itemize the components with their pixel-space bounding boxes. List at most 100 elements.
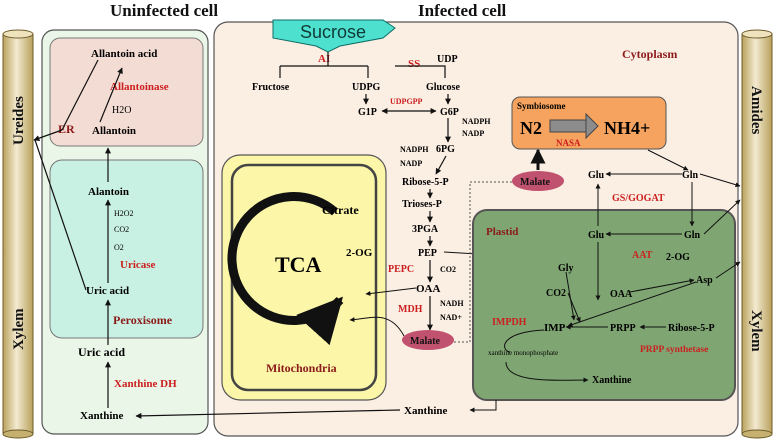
arrow-co2-imp <box>567 292 581 323</box>
plastid <box>472 209 736 401</box>
nadph-1: NADPH <box>462 117 491 126</box>
tca-cycle-arrow <box>227 191 344 346</box>
malate-bottom-label: Malate <box>410 336 441 347</box>
aat-enzyme: AAT <box>632 250 653 261</box>
uricase-enzyme: Uricase <box>120 259 156 271</box>
xanthine-monophosphate: xanthine monophosphate <box>488 349 558 357</box>
co2-perox: CO2 <box>114 225 129 234</box>
arrow-acid-to-xylem <box>61 59 99 131</box>
six-pg: 6PG <box>436 144 455 155</box>
n2: N2 <box>520 118 542 138</box>
water-er: H2O <box>112 105 131 116</box>
co2-plastid: CO2 <box>546 288 566 299</box>
sucrose-banner <box>272 19 396 53</box>
ureides-label: Ureides <box>11 96 27 145</box>
trioses-p: Trioses-P <box>402 199 442 210</box>
nadp-2: NADP <box>400 159 422 168</box>
oxygen: O2 <box>114 243 124 252</box>
left-xylem-vessel <box>2 29 34 439</box>
oaa-plastid: OAA <box>610 289 633 300</box>
arrow-nh4-to-gln <box>647 149 689 171</box>
allantoinase-enzyme: Allantoinase <box>110 81 169 93</box>
udpgpp-enzyme: UDPGPP <box>390 97 423 106</box>
gln-cyto: Gln <box>682 170 699 181</box>
right-xylem-vessel <box>741 29 773 439</box>
hydrogen-peroxide: H2O2 <box>114 209 134 218</box>
ribose-5-p-plastid: Ribose-5-P <box>668 323 715 334</box>
pepc-enzyme: PEPC <box>388 264 414 275</box>
allantoin-acid: Allantoin acid <box>91 48 157 60</box>
udp: UDP <box>437 54 458 65</box>
nadp-1: NADP <box>462 129 484 138</box>
gly: Gly <box>558 263 574 274</box>
arrow-imp-xmp <box>504 329 545 353</box>
arrow-oaa-asp <box>629 278 695 293</box>
uninfected-cell-header: Uninfected cell <box>110 1 218 20</box>
nasa-arrow-body <box>549 119 587 133</box>
malate-bottom <box>402 330 454 350</box>
oaa: OAA <box>416 283 441 295</box>
ss-enzyme: SS <box>408 58 420 70</box>
g1p: G1P <box>358 107 377 118</box>
er-label: ER <box>58 122 75 136</box>
arrow-er-to-ureides <box>33 129 63 142</box>
alantoin: Alantoin <box>88 186 129 198</box>
impdh-enzyme: IMPDH <box>492 317 527 328</box>
arrow-xmp-xanthine <box>505 361 589 383</box>
co2-pep: CO2 <box>440 265 456 274</box>
dotted-malate-link <box>454 181 512 343</box>
prpp: PRPP <box>610 323 636 334</box>
glucose: Glucose <box>426 82 460 93</box>
ribose-5-p: Ribose-5-P <box>402 177 449 188</box>
nadph-2: NADPH <box>400 145 429 154</box>
arrow-asp-imp <box>567 281 697 327</box>
g6p: G6P <box>440 107 459 118</box>
nasa-enzyme: NASA <box>556 138 581 148</box>
xanthine-uninfected: Xanthine <box>80 410 124 422</box>
nad-plus: NAD+ <box>440 313 462 322</box>
gs-gogat-enzyme: GS/GOGAT <box>612 193 665 204</box>
sucrose-split-lines <box>279 52 446 78</box>
prpp-synthetase-enzyme: PRPP synthetase <box>640 345 708 355</box>
infected-cell-header: Infected cell <box>418 1 507 20</box>
arrow-plastid-xanthine <box>469 400 497 413</box>
mdh-enzyme: MDH <box>398 304 423 315</box>
three-pga: 3PGA <box>412 224 439 235</box>
arrow-gln-plastid-amides <box>703 199 741 235</box>
nh4: NH4+ <box>604 118 650 138</box>
imp: IMP <box>544 322 566 334</box>
peroxisome-compartment <box>49 159 204 339</box>
amides-label: Amides <box>748 86 764 134</box>
xanthine-infected: Xanthine <box>404 405 448 417</box>
sucrose: Sucrose <box>300 22 366 42</box>
arrow-asp-to-amides <box>715 261 741 279</box>
er-compartment <box>49 37 204 147</box>
arrow-allantoin-to-acid <box>99 67 123 123</box>
xanthine-plastid: Xanthine <box>592 375 632 386</box>
symbiosome-label: Symbiosome <box>517 101 566 111</box>
tca-label: TCA <box>275 252 322 277</box>
arrow-gln-to-amides <box>699 173 741 188</box>
right-xylem-label: Xylem <box>748 310 764 352</box>
arrow-xanthine-to-uninfected <box>135 409 401 419</box>
nadh: NADH <box>440 299 464 308</box>
two-og-mito: 2-OG <box>346 247 373 259</box>
two-og-plastid: 2-OG <box>666 252 690 263</box>
arrow-6pg-ribose <box>435 155 447 175</box>
plastid-label: Plastid <box>486 226 518 238</box>
malate-top <box>512 171 564 191</box>
glu-cyto: Glu <box>588 170 605 181</box>
allantoin-er: Allantoin <box>92 125 136 137</box>
udpg: UDPG <box>352 82 381 93</box>
nasa-arrow-head <box>585 112 599 140</box>
arrow-perox-to-ureides <box>34 139 87 291</box>
arrow-malate-to-mito <box>349 316 405 337</box>
uric-acid-perox: Uric acid <box>86 285 129 297</box>
mitochondria-label: Mitochondria <box>266 361 337 375</box>
arrow-oaa-to-mito <box>365 287 417 296</box>
peroxisome-label: Peroxisome <box>113 313 173 327</box>
cytoplasm-label: Cytoplasm <box>622 47 677 61</box>
malate-top-label: Malate <box>520 177 551 188</box>
pep: PEP <box>418 248 437 259</box>
